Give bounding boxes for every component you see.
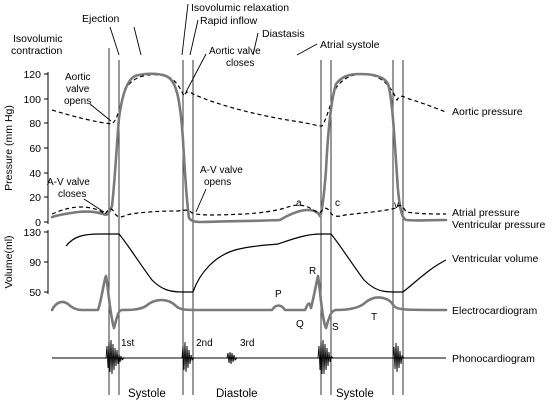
arrow-aortic-valve-closes xyxy=(185,53,207,93)
label-diastole: Diastole xyxy=(216,388,258,400)
label-aortic-valve-closes-1: Aortic valve xyxy=(209,46,261,57)
pointer-ejection-left xyxy=(109,26,120,56)
pointer-rapid-inflow xyxy=(189,19,199,56)
pressure-tick-20: 20 xyxy=(29,192,41,204)
label-wave-a: a xyxy=(296,198,302,209)
label-ecg-q: Q xyxy=(296,319,304,330)
label-ecg-r: R xyxy=(309,266,316,277)
heart-sound-1-burst xyxy=(105,339,125,375)
pointer-ejection-right xyxy=(133,26,142,56)
arrow-aortic-valve-opens xyxy=(89,103,112,122)
label-atrial-pressure: Atrial pressure xyxy=(452,207,520,219)
pressure-axis: 120 100 80 60 40 20 0 Pressure (mm Hg) xyxy=(3,69,49,229)
heart-sound-3-burst xyxy=(226,351,238,365)
heart-sound-2-burst-second xyxy=(392,342,405,373)
phonocardiogram-trace xyxy=(52,339,446,375)
label-av-valve-opens-1: A-V valve xyxy=(200,165,243,176)
label-ecg-p: P xyxy=(275,289,282,300)
pressure-tick-100: 100 xyxy=(23,94,41,106)
label-heart-sound-1: 1st xyxy=(121,338,135,349)
label-systole-1: Systole xyxy=(128,388,166,400)
label-diastasis: Diastasis xyxy=(262,28,305,40)
label-ventricular-pressure: Ventricular pressure xyxy=(452,219,546,231)
label-aortic-valve-opens-1: Aortic xyxy=(65,72,91,83)
pressure-tick-80: 80 xyxy=(29,118,41,130)
volume-tick-50: 50 xyxy=(29,287,41,299)
volume-tick-130: 130 xyxy=(23,227,41,239)
label-aortic-valve-opens-2: valve xyxy=(66,84,90,95)
label-aortic-pressure: Aortic pressure xyxy=(452,106,523,118)
label-phonocardiogram: Phonocardiogram xyxy=(452,353,535,365)
pointer-diastasis xyxy=(252,32,259,56)
heart-sound-2-burst xyxy=(181,341,195,373)
pressure-tick-120: 120 xyxy=(23,69,41,81)
label-ejection: Ejection xyxy=(82,13,120,25)
ecg-trace xyxy=(50,274,448,330)
label-wave-c: c xyxy=(335,198,340,209)
label-av-valve-opens-2: opens xyxy=(204,177,231,188)
ventricular-pressure-curve xyxy=(50,72,448,224)
label-aortic-valve-closes-2: closes xyxy=(226,58,254,69)
atrial-pressure-curve xyxy=(51,204,447,218)
label-rapid-inflow: Rapid inflow xyxy=(200,15,258,27)
volume-axis-label: Volume(ml) xyxy=(3,235,15,288)
heart-sound-1-burst-second xyxy=(317,339,334,375)
label-ecg-t: T xyxy=(371,312,377,323)
label-av-valve-closes-2: closes xyxy=(58,189,86,200)
label-isovolumic-relaxation: Isovolumic relaxation xyxy=(191,2,289,14)
label-wave-v: v xyxy=(394,200,399,211)
label-av-valve-closes-1: A-V valve xyxy=(47,177,90,188)
pointer-atrial-systole xyxy=(296,43,318,56)
label-electrocardiogram: Electrocardiogram xyxy=(452,305,537,317)
pressure-axis-label: Pressure (mm Hg) xyxy=(3,105,15,191)
top-label-pointers xyxy=(109,3,318,56)
label-aortic-valve-opens-3: opens xyxy=(64,96,91,107)
ventricular-volume-curve xyxy=(65,233,447,293)
arrow-av-valve-closes xyxy=(83,198,105,213)
label-atrial-systole: Atrial systole xyxy=(320,39,380,51)
pressure-tick-0: 0 xyxy=(35,217,41,229)
pointer-isovolumic-relaxation xyxy=(181,3,189,56)
volume-axis: 130 90 50 Volume(ml) xyxy=(3,227,49,299)
label-systole-2: Systole xyxy=(336,388,374,400)
arrow-av-valve-opens xyxy=(195,188,207,213)
label-isovolumic-contraction-1: Isovolumic xyxy=(13,33,63,45)
label-isovolumic-contraction-2: contraction xyxy=(11,45,63,57)
pressure-tick-60: 60 xyxy=(29,143,41,155)
label-heart-sound-2: 2nd xyxy=(196,338,213,349)
label-ventricular-volume: Ventricular volume xyxy=(452,253,539,265)
volume-tick-90: 90 xyxy=(29,257,41,269)
pressure-tick-40: 40 xyxy=(29,168,41,180)
label-ecg-s: S xyxy=(332,322,339,333)
label-heart-sound-3: 3rd xyxy=(240,338,254,349)
